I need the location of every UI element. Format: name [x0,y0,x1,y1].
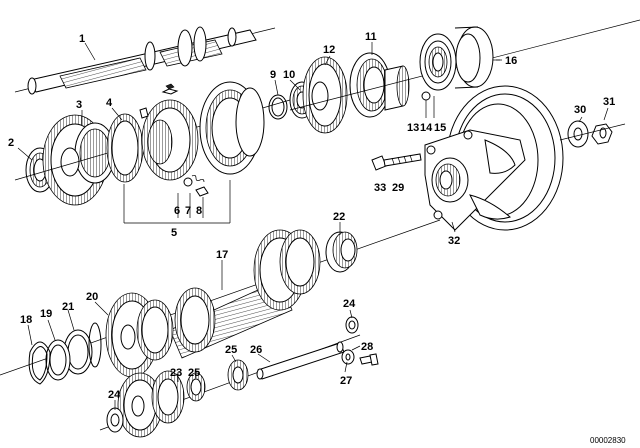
label-part-11: 11 [365,31,377,43]
label-part-16: 16 [505,55,517,67]
main-shaft [14,26,276,95]
label-part-7: 7 [185,205,191,217]
label-part-1: 1 [79,33,85,45]
sliding-sleeve [199,81,265,175]
label-part-28: 28 [361,341,373,353]
ring-19 [45,339,71,381]
label-part-30: 30 [574,104,586,116]
countershaft-cluster [0,219,441,376]
bearing-housing-16 [454,26,500,89]
label-part-14: 14 [420,122,433,134]
label-part-31: 31 [603,96,615,108]
label-part-33: 33 [374,182,386,194]
label-part-32: 32 [448,235,460,247]
label-part-25-upper: 25 [225,344,237,356]
label-part-3: 3 [76,99,82,111]
gear-12 [302,56,348,134]
leader-lines [17,42,609,410]
label-part-10: 10 [283,69,295,81]
synchro-small-parts [123,174,231,224]
label-part-21: 21 [62,301,74,313]
label-part-27: 27 [340,375,352,387]
roller-bearing-22 [325,231,358,273]
catalog-code: 00002830 [590,436,626,445]
circlip-9 [268,94,288,120]
label-part-6: 6 [174,205,180,217]
label-part-29: 29 [392,182,404,194]
bolt-33 [371,153,422,171]
idler-shaft-26 [256,341,345,380]
needle-bearing-25 [186,359,249,402]
flange-drum-32 [424,85,564,231]
washer-24-lower [106,407,124,433]
label-part-4: 4 [106,97,113,109]
circlip-18 [28,341,51,385]
label-part-9: 9 [270,69,276,81]
reverse-idler-gear-23 [99,334,361,438]
label-part-13: 13 [407,122,419,134]
washer-nut-30-31 [559,120,626,148]
spacer-21 [63,322,102,375]
part-number-labels: 1 2 3 4 6 7 8 5 9 10 12 11 13 14 15 16 3… [8,31,615,401]
label-part-24-lower: 24 [108,389,121,401]
label-part-22: 22 [333,211,345,223]
label-part-18: 18 [20,314,32,326]
label-part-24-upper: 24 [343,298,356,310]
bolt-washer-27-28 [341,316,379,366]
label-part-23: 23 [170,367,182,379]
label-part-19: 19 [40,308,52,320]
balls-13-14 [421,91,435,118]
label-part-17: 17 [216,249,228,261]
tapered-bearing-11 [289,19,640,118]
label-part-2: 2 [8,137,14,149]
synchro-ring-4 [106,113,144,183]
label-part-26: 26 [250,344,262,356]
label-part-20: 20 [86,291,98,303]
synchro-hub [139,83,199,181]
label-part-5: 5 [171,227,177,239]
label-part-25-lower: 25 [188,367,200,379]
gear-20 [105,292,174,378]
label-part-15: 15 [434,122,446,134]
label-part-12: 12 [323,44,335,56]
ball-bearing-15 [419,33,457,91]
label-part-8: 8 [196,205,202,217]
